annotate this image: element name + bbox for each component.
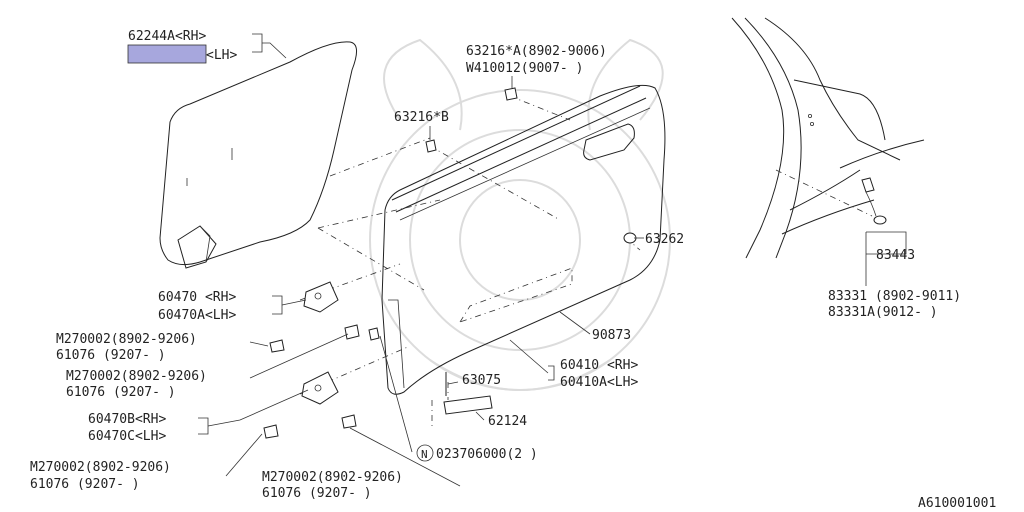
callout-plug: 63262 (645, 232, 684, 247)
callout-upper-hinge-rh: 60470 <RH> (158, 290, 236, 305)
callout-checker: 62124 (488, 414, 527, 429)
callout-clip-b: 63216*B (394, 110, 449, 125)
nut-symbol-circle (416, 444, 434, 462)
callout-bolt-3-b: 61076 (9207- ) (30, 477, 140, 492)
callout-bolt-3-a: M270002(8902-9206) (30, 460, 171, 475)
small-parts (263, 87, 887, 439)
diagram-id: A610001001 (918, 496, 996, 511)
bolt-icon (344, 324, 360, 340)
clip-a-icon (504, 87, 518, 101)
lower-hinge-icon (301, 371, 339, 405)
callout-door-panel-rh: 60410 <RH> (560, 358, 638, 373)
callout-lower-hinge-lh: 60470C<LH> (88, 429, 166, 444)
callout-door-panel-lh: 60410A<LH> (560, 375, 638, 390)
callout-upper-hinge-lh: 60470A<LH> (158, 308, 236, 323)
bolt-icon (269, 339, 285, 353)
callout-bolt-4-a: M270002(8902-9206) (262, 470, 403, 485)
callout-weatherstrip-clip-1: 63216*A(8902-9006) (466, 44, 607, 59)
switch-icon (861, 177, 875, 193)
body-quarter-section (731, 17, 925, 259)
callout-trim-panel-rh: 62244A<RH> (128, 29, 206, 44)
bolt-icon (263, 424, 279, 439)
door-shell (381, 84, 666, 395)
clip-b-icon (425, 139, 437, 153)
door-trim-panel (159, 41, 357, 269)
callout-switch-2: 83331A(9012- ) (828, 305, 938, 320)
callout-pin: 63075 (462, 373, 501, 388)
callout-bolt-2-b: 61076 (9207- ) (66, 385, 176, 400)
callout-weatherstrip-clip-2: W410012(9007- ) (466, 61, 583, 76)
highlight-marker (127, 44, 207, 64)
callout-nut: 023706000(2 ) (436, 447, 538, 462)
callout-bolt-2-a: M270002(8902-9206) (66, 369, 207, 384)
callout-insulator: 90873 (592, 328, 631, 343)
callout-bolt-1-b: 61076 (9207- ) (56, 348, 166, 363)
callout-trim-panel-lh: <LH> (206, 48, 237, 63)
callout-lower-hinge-rh: 60470B<RH> (88, 412, 166, 427)
leader-lines (198, 33, 907, 487)
callout-switch-part: 83443 (876, 248, 915, 263)
callout-switch-1: 83331 (8902-9011) (828, 289, 961, 304)
callout-labels: 62244A<RH> <LH> 63216*A(8902-9006) W4100… (30, 29, 996, 511)
callout-bolt-1-a: M270002(8902-9206) (56, 332, 197, 347)
checker-icon (443, 395, 493, 415)
nut-icon (368, 327, 380, 341)
bolt-icon (341, 414, 357, 429)
callout-bolt-4-b: 61076 (9207- ) (262, 486, 372, 501)
callout-nut-symbol: N (421, 448, 428, 461)
watermark-emblem (369, 38, 671, 391)
